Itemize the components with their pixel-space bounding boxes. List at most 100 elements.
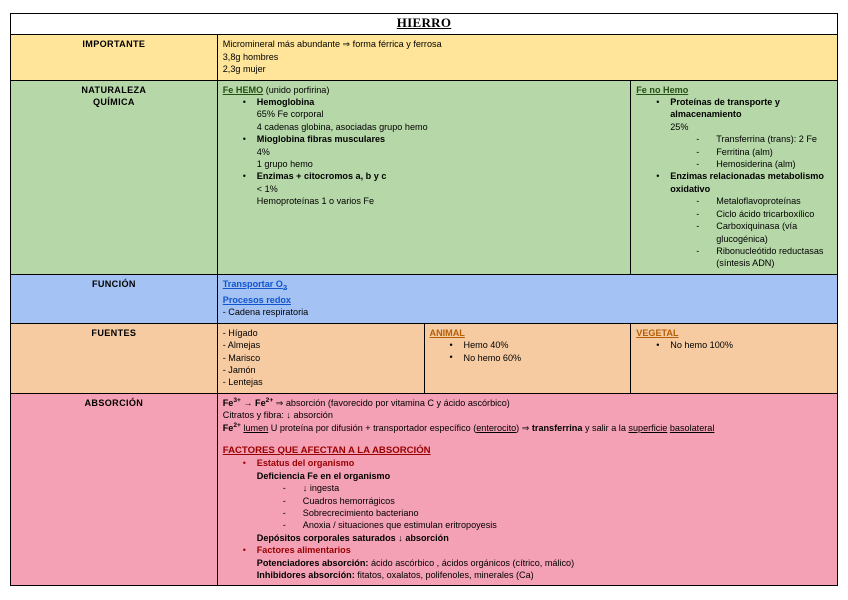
row-label-funcion: FUNCIÓN	[10, 273, 218, 324]
importante-line-1: Micromineral más abundante ⇒ forma férri…	[222, 39, 442, 50]
absorcion-intro-line-2: Citratos y fibra: ↓ absorción	[222, 410, 333, 421]
cell-fuentes-vegetal: VEGETAL No hemo 100%	[630, 322, 838, 394]
table-row-funcion: FUNCIÓN Transportar O2 Procesos redox - …	[10, 273, 839, 324]
fuentes-vegetal-item: No hemo 100%	[656, 339, 832, 352]
absorcion-inhibidores-text: fitatos, oxalatos, polifenoles, minerale…	[354, 570, 534, 581]
funcion-plain-line: - Cadena respiratoria	[222, 307, 309, 318]
cell-fuentes-animal: ANIMAL Hemo 40% No hemo 60%	[423, 322, 632, 394]
absorcion-fe2-charge: 2+	[265, 396, 274, 404]
table-row-importante: IMPORTANTE Micromineral más abundante ⇒ …	[10, 34, 839, 81]
fe-no-hemo-subitem: Ferritina (alm)	[696, 146, 832, 159]
absorcion-transferrina-term: transferrina	[531, 422, 583, 433]
absorcion-inhibidores-line: Inhibidores absorción: fitatos, oxalatos…	[257, 569, 832, 581]
absorcion-depositos-line: Depósitos corporales saturados ↓ absorci…	[256, 532, 449, 543]
absorcion-deficiencia-item: Anoxia / situaciones que estimulan eritr…	[283, 519, 832, 532]
fe-hemo-item-title: Hemoglobina	[256, 97, 315, 108]
fe-no-hemo-item-title: Enzimas relacionadas metabolismo oxidati…	[670, 171, 824, 194]
fe-hemo-item-detail: 65% Fe corporal	[256, 109, 324, 120]
fe-hemo-item-detail: 4 cadenas globina, asociadas grupo hemo	[256, 121, 428, 132]
table-row-naturaleza: NATURALEZA QUÍMICA Fe HEMO (unido porfir…	[10, 79, 838, 275]
absorcion-line3-arrow: ) ⇒	[516, 422, 532, 433]
absorcion-deficiencia-item: ↓ ingesta	[283, 482, 832, 495]
absorcion-basolateral-term: basolateral	[669, 422, 715, 433]
fe-no-hemo-subitem-list: Metaloflavoproteínas Ciclo ácido tricarb…	[670, 195, 832, 269]
fuentes-list-item: - Lentejas	[222, 377, 263, 388]
importante-line-2: 3,8g hombres	[222, 51, 279, 62]
row-label-naturaleza-line1: NATURALEZA	[81, 84, 147, 95]
fe-no-hemo-subitem: Carboxiquinasa (vía glucogénica)	[696, 220, 832, 245]
fe-hemo-heading-note: (unido porfirina)	[265, 84, 330, 95]
absorcion-enterocito-term: enterocito	[476, 422, 517, 433]
fe-hemo-item-detail: 4%	[256, 146, 270, 157]
cell-fe-hemo: Fe HEMO (unido porfirina) Hemoglobina 65…	[216, 79, 632, 275]
funcion-link-1-text: Transportar O	[222, 278, 283, 289]
fe-hemo-item: Mioglobina fibras musculares 4% 1 grupo …	[243, 133, 626, 170]
fe-hemo-item-title: Enzimas + citocromos a, b y c	[256, 171, 387, 182]
fe-hemo-item: Hemoglobina 65% Fe corporal 4 cadenas gl…	[243, 96, 626, 133]
absorcion-factor-item-alimentarios: Factores alimentarios Potenciadores abso…	[243, 544, 832, 581]
fe-no-hemo-subitem-list: Transferrina (trans): 2 Fe Ferritina (al…	[670, 133, 832, 171]
fe-no-hemo-item-title: Proteínas de transporte y almacenamiento	[670, 97, 780, 120]
fe-no-hemo-item: Proteínas de transporte y almacenamiento…	[656, 96, 832, 171]
fuentes-animal-item: Hemo 40%	[450, 339, 626, 352]
absorcion-spacer	[223, 434, 832, 445]
row-label-fuentes: FUENTES	[10, 322, 218, 394]
absorcion-inhibidores-label: Inhibidores absorción:	[256, 570, 355, 581]
absorcion-fe2b-charge: 2+	[233, 421, 241, 429]
absorcion-potenciadores-text: ácido ascórbico , ácidos orgánicos (cítr…	[368, 557, 575, 568]
fe-hemo-item-detail: < 1%	[256, 183, 278, 194]
table-row-absorcion: ABSORCIÓN Fe3+ → Fe2+ ⇒ absorción (favor…	[10, 392, 839, 587]
document-title-cell: HIERRO	[10, 12, 838, 36]
absorcion-deficiencia-list: ↓ ingesta Cuadros hemorrágicos Sobrecrec…	[257, 482, 832, 532]
cell-importante-content: Micromineral más abundante ⇒ forma férri…	[216, 34, 839, 81]
absorcion-factor-alimentarios-title: Factores alimentarios	[256, 545, 351, 556]
fe-hemo-heading: Fe HEMO	[222, 84, 264, 95]
absorcion-deficiencia-item: Cuadros hemorrágicos	[283, 495, 832, 508]
fe-no-hemo-item-percent: 25%	[670, 121, 689, 132]
funcion-link-2: Procesos redox	[222, 294, 291, 305]
absorcion-line3-mid: U proteína por difusión + transportador …	[268, 422, 477, 433]
row-label-absorcion: ABSORCIÓN	[10, 392, 218, 587]
fe-hemo-item-title: Mioglobina fibras musculares	[256, 134, 386, 145]
absorcion-line3-tail: y salir a la	[582, 422, 629, 433]
cell-fuentes-list: - Hígado - Almejas - Marisco - Jamón - L…	[216, 322, 425, 394]
absorcion-fe2-label: → Fe	[240, 397, 266, 408]
fe-hemo-heading-line: Fe HEMO (unido porfirina)	[223, 84, 626, 96]
fe-no-hemo-item: Enzimas relacionadas metabolismo oxidati…	[656, 170, 832, 269]
absorcion-factor-estatus-title: Estatus del organismo	[256, 458, 355, 469]
absorcion-intro-line-1: Fe3+ → Fe2+ ⇒ absorción (favorecido por …	[223, 397, 832, 409]
fuentes-animal-item: No hemo 60%	[450, 351, 626, 364]
absorcion-deficiencia-subtitle: Deficiencia Fe en el organismo	[256, 470, 391, 481]
fuentes-animal-heading: ANIMAL	[429, 327, 465, 338]
fe-no-hemo-list: Proteínas de transporte y almacenamiento…	[636, 96, 832, 270]
absorcion-fe3-label: Fe	[222, 397, 234, 408]
absorcion-fe2b-label: Fe	[222, 422, 234, 433]
fe-no-hemo-subitem: Hemosiderina (alm)	[696, 158, 832, 171]
absorcion-potenciadores-label: Potenciadores absorción:	[256, 557, 369, 568]
row-label-naturaleza: NATURALEZA QUÍMICA	[10, 79, 218, 275]
fuentes-vegetal-list: No hemo 100%	[636, 339, 832, 352]
fe-no-hemo-subitem: Ribonucleótido reductasas (síntesis ADN)	[696, 245, 832, 270]
fuentes-list-item: - Marisco	[222, 352, 261, 363]
row-label-importante: IMPORTANTE	[10, 34, 218, 81]
cell-absorcion-content: Fe3+ → Fe2+ ⇒ absorción (favorecido por …	[216, 392, 839, 587]
fuentes-list-item: - Jamón	[222, 364, 256, 375]
fe-hemo-item: Enzimas + citocromos a, b y c < 1% Hemop…	[243, 170, 626, 207]
fe-no-hemo-subitem: Metaloflavoproteínas	[696, 195, 832, 208]
cell-funcion-content: Transportar O2 Procesos redox - Cadena r…	[216, 273, 839, 324]
row-label-naturaleza-line2: QUÍMICA	[92, 97, 135, 108]
importante-line-3: 2,3g mujer	[222, 64, 266, 75]
absorcion-intro-line-3: Fe2+ lumen U proteína por difusión + tra…	[223, 422, 832, 434]
absorcion-potenciadores-line: Potenciadores absorción: ácido ascórbico…	[257, 557, 832, 569]
fuentes-vegetal-heading: VEGETAL	[636, 327, 679, 338]
fuentes-list-item: - Hígado	[222, 327, 258, 338]
fuentes-animal-list: Hemo 40% No hemo 60%	[430, 339, 626, 364]
absorcion-lumen-term: lumen	[243, 422, 269, 433]
fuentes-list-item: - Almejas	[222, 340, 261, 351]
funcion-link-1-subscript: 2	[282, 282, 288, 292]
absorcion-intro-rest: ⇒ absorción (favorecido por vitamina C y…	[273, 397, 510, 408]
funcion-link-1: Transportar O2	[222, 278, 288, 292]
absorcion-superficie-term: superficie	[628, 422, 668, 433]
fe-hemo-item-detail: Hemoproteínas 1 o varios Fe	[256, 196, 375, 207]
